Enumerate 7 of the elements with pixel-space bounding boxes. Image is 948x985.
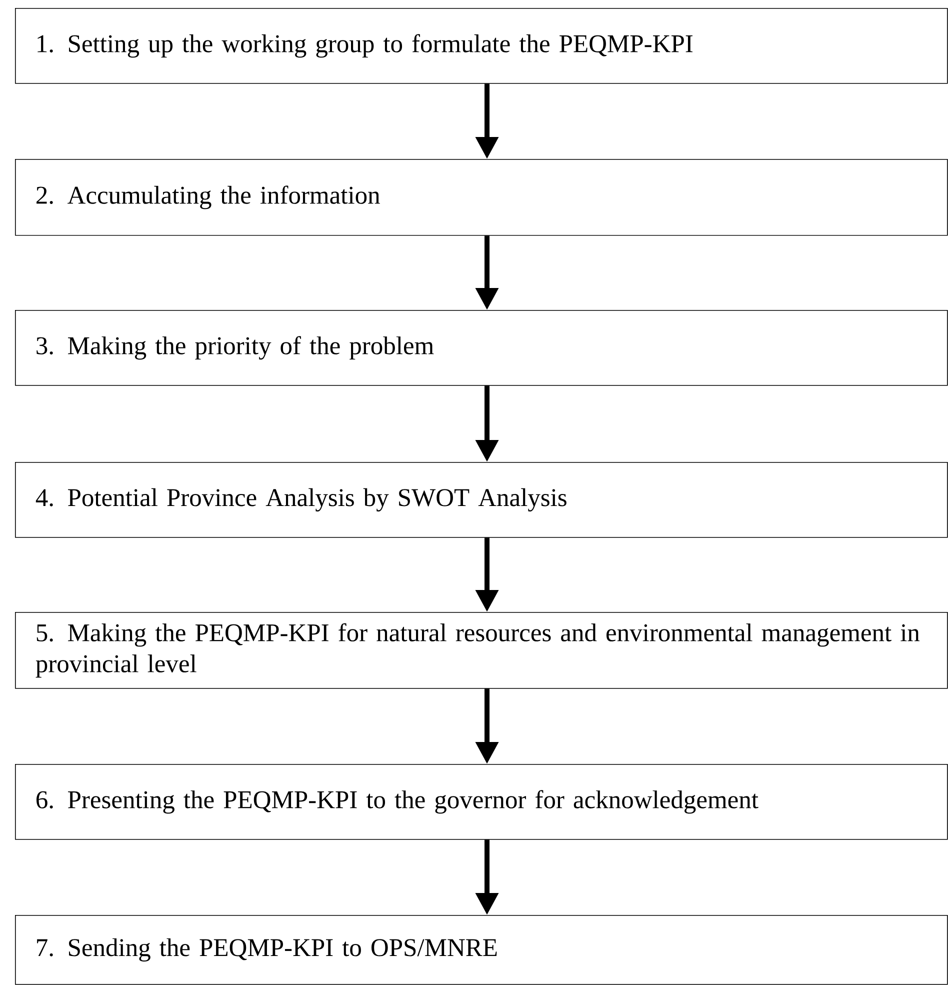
step-box: 2. Accumulating the information: [15, 159, 948, 236]
step-box: 1. Setting up the working group to formulate the PEQMP-KPI: [15, 8, 948, 84]
step-box: 7. Sending the PEQMP-KPI to OPS/MNRE: [15, 915, 948, 985]
step-box: 5. Making the PEQMP-KPI for natural resources and environmental management in provincial level: [15, 612, 948, 689]
step-box: 6. Presenting the PEQMP-KPI to the governor for acknowledgement: [15, 764, 948, 840]
step-box: 4. Potential Province Analysis by SWOT Analysis: [15, 462, 948, 538]
step-box: 3. Making the priority of the problem: [15, 310, 948, 386]
